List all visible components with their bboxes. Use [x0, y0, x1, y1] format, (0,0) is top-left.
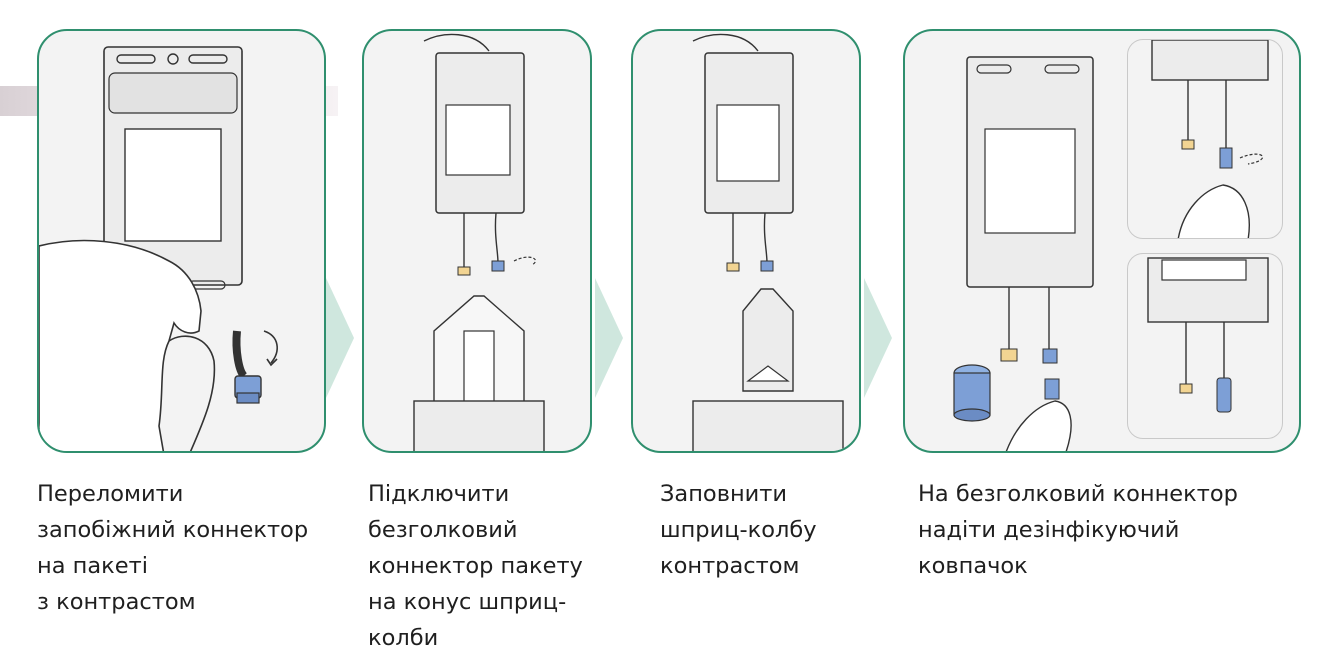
step-3-illustration — [692, 33, 844, 451]
step-arrow-2 — [595, 278, 623, 398]
step-arrow-1 — [326, 278, 354, 398]
step-3-caption: Заповнити шприц-колбу контрастом — [660, 481, 817, 579]
step-arrow-3 — [864, 278, 892, 398]
step-3-panel — [631, 29, 861, 453]
step-2-illustration — [413, 33, 545, 451]
step-1-panel — [37, 29, 326, 453]
step-1-caption: Переломити запобіжний коннектор на пакет… — [37, 481, 309, 615]
step-4-detail-bottom — [1127, 253, 1283, 439]
step-4-panel — [903, 29, 1301, 453]
step-4-illustration — [953, 56, 1094, 451]
step-4-caption: На безголковий коннектор надіти дезінфік… — [918, 481, 1238, 579]
step-2-panel — [362, 29, 592, 453]
step-4-detail-top — [1127, 39, 1283, 239]
step-2-caption: Підключити безголковий коннектор пакету … — [368, 481, 583, 651]
step-1-illustration — [39, 46, 278, 451]
